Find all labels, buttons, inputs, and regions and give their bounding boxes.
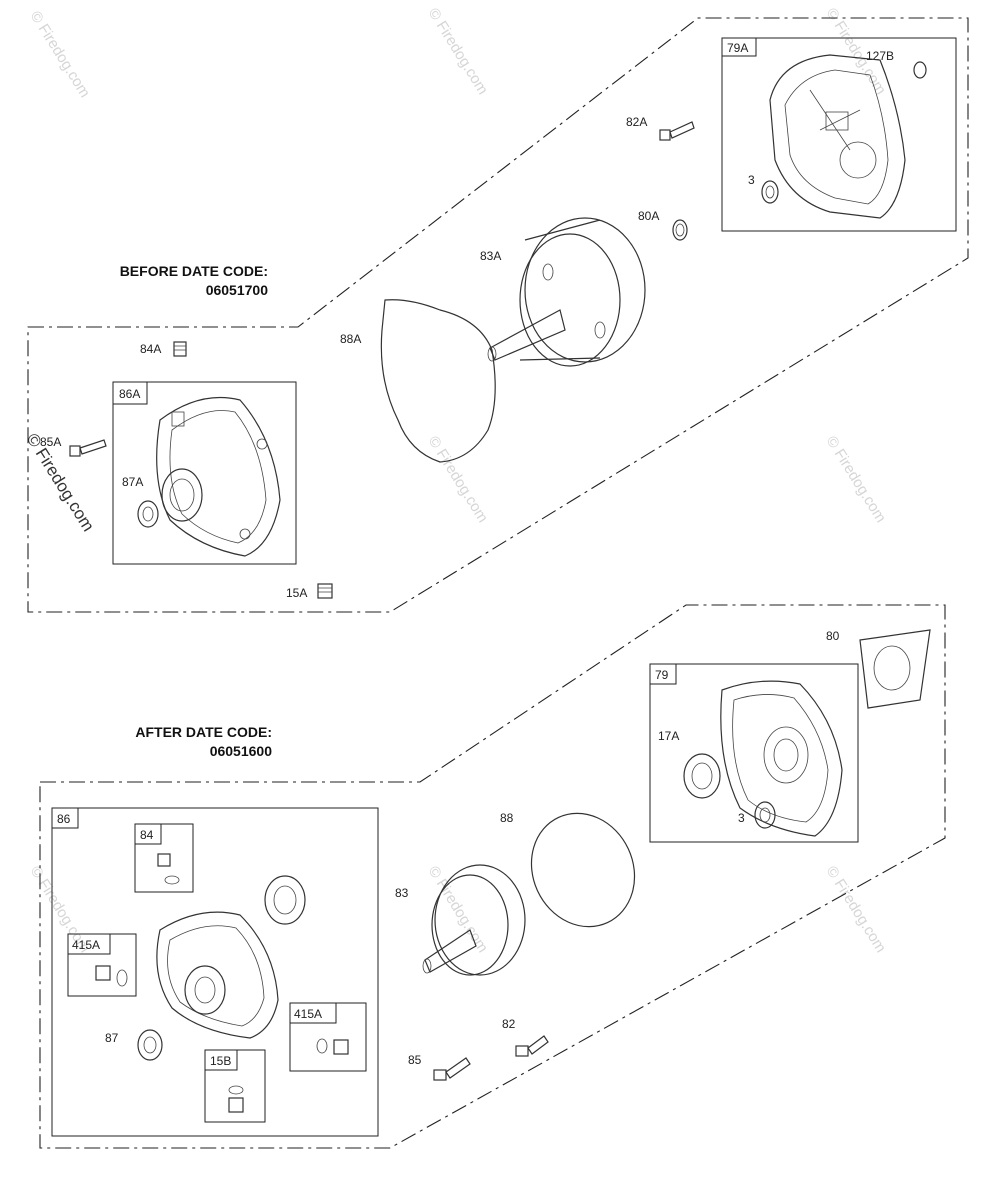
plug-415A-right-shape[interactable] (316, 1038, 349, 1055)
o-ring-88-shape[interactable] (513, 796, 653, 943)
part-label-17A[interactable]: 17A (658, 729, 679, 743)
watermark: © Firedog.com (823, 433, 890, 526)
seal-3-bottom-shape[interactable] (754, 801, 776, 829)
part-box-84 (134, 823, 194, 893)
part-label-88[interactable]: 88 (500, 811, 514, 825)
part-label-85A[interactable]: 85A (40, 435, 61, 449)
part-label-87[interactable]: 87 (105, 1031, 119, 1045)
watermark: © Firedog.com (425, 433, 492, 526)
before-date-code: 06051700 (206, 282, 269, 298)
part-tag-box-86A (112, 381, 148, 405)
part-box-86 (51, 807, 379, 1137)
part-label-82A[interactable]: 82A (626, 115, 647, 129)
drum-83A-shape[interactable] (487, 217, 646, 367)
seal-87-shape[interactable] (137, 1029, 163, 1061)
part-box-79 (649, 663, 859, 843)
screw-85A-shape[interactable] (69, 439, 107, 457)
bearing-shape[interactable] (264, 875, 306, 925)
part-label-415A-left[interactable]: 415A (72, 938, 100, 952)
part-label-83A[interactable]: 83A (480, 249, 501, 263)
part-box-86A (112, 381, 297, 565)
part-label-80[interactable]: 80 (826, 629, 840, 643)
part-label-82[interactable]: 82 (502, 1017, 516, 1031)
part-tag-box-15B (204, 1049, 238, 1071)
part-tag-box-86 (51, 807, 79, 829)
part-label-79A[interactable]: 79A (727, 41, 748, 55)
part-tag-box-84 (134, 823, 162, 845)
part-label-83[interactable]: 83 (395, 886, 409, 900)
cover-79A-shape[interactable] (769, 54, 906, 219)
housing-86A-shape[interactable] (156, 396, 281, 557)
part-label-15B[interactable]: 15B (210, 1054, 231, 1068)
part-tag-box-79A (721, 37, 757, 57)
part-tag-box-415A-left (67, 933, 111, 955)
housing-86-shape[interactable] (156, 911, 279, 1039)
cover-79-shape[interactable] (720, 680, 843, 837)
part-label-3-top[interactable]: 3 (748, 173, 755, 187)
part-label-415A-right[interactable]: 415A (294, 1007, 322, 1021)
plug-84-shape[interactable] (157, 853, 180, 885)
part-box-79A (721, 37, 957, 232)
part-label-85[interactable]: 85 (408, 1053, 422, 1067)
part-label-15A[interactable]: 15A (286, 586, 307, 600)
seal-87A-shape[interactable] (137, 500, 159, 528)
part-label-87A[interactable]: 87A (122, 475, 143, 489)
part-label-86[interactable]: 86 (57, 812, 71, 826)
plug-127B-shape[interactable] (913, 61, 927, 79)
part-label-3-bottom[interactable]: 3 (738, 811, 745, 825)
plug-15A-shape[interactable] (317, 583, 333, 599)
seal-3-top-shape[interactable] (761, 180, 779, 204)
part-label-80A[interactable]: 80A (638, 209, 659, 223)
part-label-79[interactable]: 79 (655, 668, 669, 682)
watermark: © Firedog.com (823, 863, 890, 956)
watermarks: © Firedog.com © Firedog.com © Firedog.co… (23, 5, 890, 956)
part-tag-box-79 (649, 663, 677, 685)
screw-82-shape[interactable] (515, 1035, 549, 1057)
plug-415A-left-shape[interactable] (95, 965, 128, 987)
before-heading: BEFORE DATE CODE: (120, 263, 268, 279)
part-tag-box-415A-right (289, 1002, 337, 1024)
gasket-88A-shape[interactable] (380, 299, 496, 463)
part-label-84A[interactable]: 84A (140, 342, 161, 356)
before-section-outline (27, 17, 969, 613)
after-date-code: 06051600 (210, 743, 273, 759)
screw-85-shape[interactable] (433, 1057, 471, 1081)
bearing-17A-shape[interactable] (683, 753, 721, 799)
part-label-84[interactable]: 84 (140, 828, 154, 842)
plug-84A-shape[interactable] (173, 341, 187, 357)
flange-gasket-80-shape[interactable] (859, 629, 931, 709)
after-heading: AFTER DATE CODE: (135, 724, 272, 740)
watermark: © Firedog.com (425, 5, 492, 98)
watermark: © Firedog.com (27, 8, 94, 101)
plug-15B-shape[interactable] (228, 1085, 244, 1113)
drum-83-shape[interactable] (422, 864, 526, 976)
washer-80A-shape[interactable] (672, 219, 688, 241)
screw-82A-shape[interactable] (659, 121, 695, 141)
part-label-86A[interactable]: 86A (119, 387, 140, 401)
part-label-88A[interactable]: 88A (340, 332, 361, 346)
after-section-outline (39, 604, 946, 1149)
